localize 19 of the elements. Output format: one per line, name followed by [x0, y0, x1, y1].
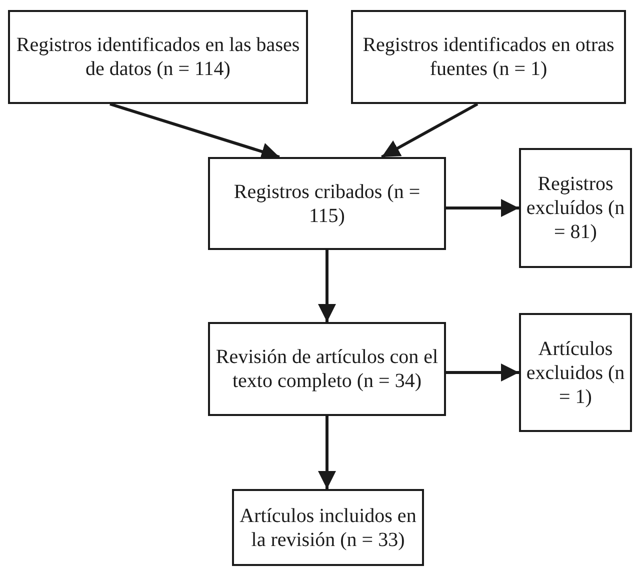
arrow [318, 416, 336, 489]
process-box [351, 10, 626, 104]
process-box [208, 157, 446, 250]
process-box [519, 313, 632, 432]
box-text: Registros cribados (n = 115) [232, 180, 422, 228]
arrow [381, 102, 478, 158]
box-text: Artículos excluidos (n = 1) [525, 336, 626, 408]
arrow [318, 250, 336, 322]
box-text: Registros identificados en las bases de datos (n = 114) [15, 33, 301, 81]
box-text: Registros identificados en otras fuentes (n = 1) [362, 33, 616, 81]
arrow [446, 364, 519, 382]
box-text: Revisión de artículos con el texto completo (n = 34) [214, 345, 440, 393]
process-box [8, 10, 308, 104]
box-text: Registros excluídos (n = 81) [525, 172, 626, 244]
process-box [519, 148, 632, 268]
process-box [232, 489, 424, 566]
process-box [208, 322, 446, 416]
box-text: Artículos incluidos en la revisión (n = 33) [238, 504, 418, 552]
arrow [446, 199, 519, 217]
